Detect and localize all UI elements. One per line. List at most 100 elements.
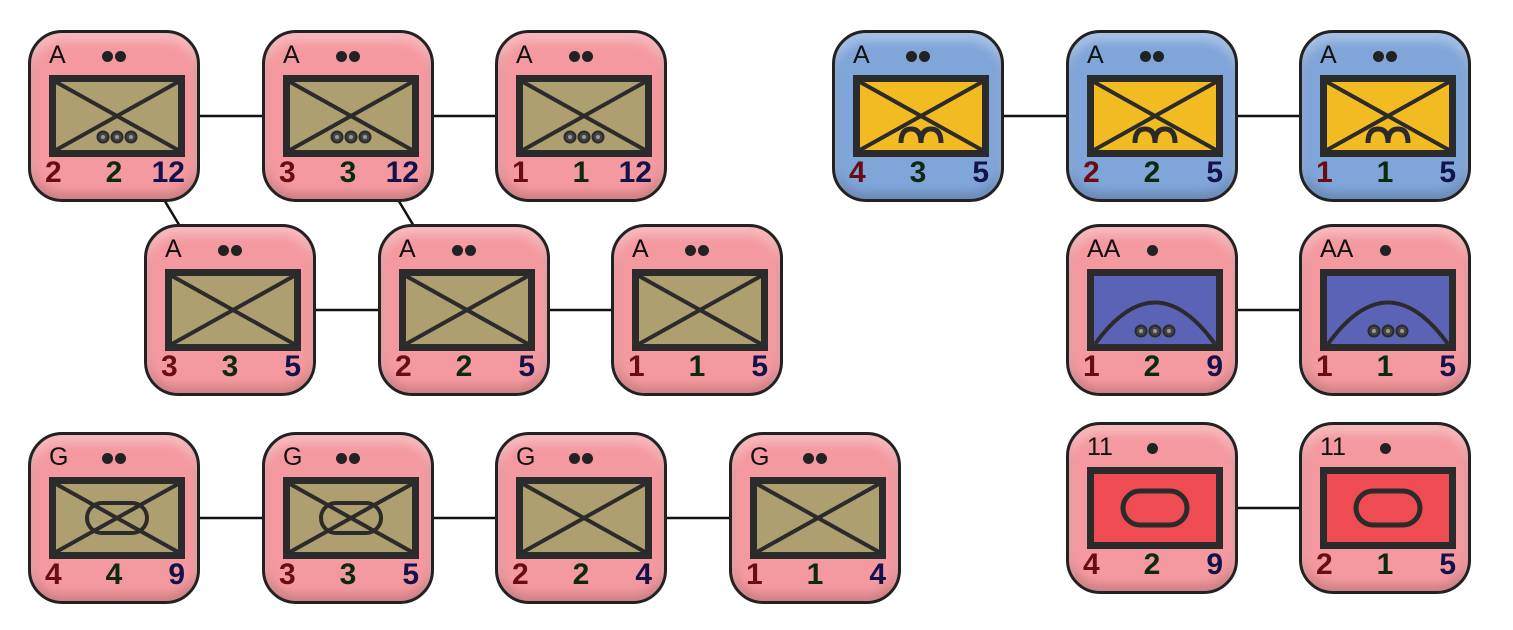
counter-A2[interactable]: A 3 3 12 — [262, 30, 434, 202]
move-value: 5 — [972, 156, 989, 189]
defense-value: 2 — [1143, 156, 1161, 189]
unit-symbol — [49, 477, 185, 559]
unit-symbol — [283, 477, 419, 559]
unit-symbol — [1087, 467, 1223, 549]
counter-label: AA — [1087, 235, 1121, 263]
unit-size-marker — [498, 51, 664, 69]
move-value: 12 — [151, 156, 185, 189]
counter-label: A — [165, 235, 182, 263]
counter-label: A — [283, 41, 300, 69]
attack-value: 3 — [161, 350, 178, 383]
unit-symbol — [1320, 467, 1456, 549]
counter-G3[interactable]: G 2 2 4 — [495, 432, 667, 604]
unit-symbol — [1320, 75, 1456, 157]
unit-size-marker — [498, 453, 664, 471]
unit-symbol — [516, 75, 652, 157]
counter-label: A — [1320, 41, 1337, 69]
attack-value: 1 — [1316, 350, 1333, 383]
attack-value: 1 — [746, 558, 763, 591]
defense-value: 1 — [1376, 350, 1394, 383]
move-value: 5 — [1439, 548, 1456, 581]
unit-size-marker — [31, 51, 197, 69]
counter-label: AA — [1320, 235, 1354, 263]
unit-size-marker — [1069, 245, 1235, 263]
move-value: 12 — [618, 156, 652, 189]
defense-value: 2 — [572, 558, 590, 591]
defense-value: 3 — [909, 156, 927, 189]
unit-size-marker — [732, 453, 898, 471]
attack-value: 2 — [1316, 548, 1333, 581]
defense-value: 2 — [1143, 548, 1161, 581]
attack-value: 3 — [279, 156, 296, 189]
counter-label: G — [750, 443, 770, 471]
attack-value: 4 — [45, 558, 62, 591]
counter-G2[interactable]: G 3 3 5 — [262, 432, 434, 604]
move-value: 5 — [518, 350, 535, 383]
attack-value: 2 — [1083, 156, 1100, 189]
unit-size-marker — [1069, 443, 1235, 461]
attack-value: 1 — [1083, 350, 1100, 383]
counter-label: A — [632, 235, 649, 263]
unit-symbol — [399, 269, 535, 351]
counter-label: A — [516, 41, 533, 69]
unit-size-marker — [31, 453, 197, 471]
counter-label: A — [399, 235, 416, 263]
unit-size-marker — [1302, 245, 1468, 263]
unit-symbol — [1087, 269, 1223, 351]
defense-value: 1 — [806, 558, 824, 591]
unit-symbol — [750, 477, 886, 559]
defense-value: 3 — [221, 350, 239, 383]
move-value: 5 — [402, 558, 419, 591]
attack-value: 4 — [849, 156, 866, 189]
attack-value: 2 — [45, 156, 62, 189]
move-value: 4 — [635, 558, 652, 591]
move-value: 9 — [168, 558, 185, 591]
unit-symbol — [632, 269, 768, 351]
attack-value: 1 — [512, 156, 529, 189]
unit-size-marker — [1302, 51, 1468, 69]
defense-value: 1 — [1376, 548, 1394, 581]
unit-symbol — [165, 269, 301, 351]
defense-value: 2 — [105, 156, 123, 189]
move-value: 9 — [1206, 350, 1223, 383]
move-value: 12 — [385, 156, 419, 189]
counter-B1[interactable]: A 4 3 5 — [832, 30, 1004, 202]
counter-T2[interactable]: 11 2 1 5 — [1299, 422, 1471, 594]
unit-symbol — [283, 75, 419, 157]
defense-value: 1 — [1376, 156, 1394, 189]
move-value: 9 — [1206, 548, 1223, 581]
attack-value: 2 — [512, 558, 529, 591]
counter-label: G — [49, 443, 69, 471]
defense-value: 2 — [455, 350, 473, 383]
counter-B2[interactable]: A 2 2 5 — [1066, 30, 1238, 202]
unit-size-marker — [265, 453, 431, 471]
counter-label: A — [853, 41, 870, 69]
counter-label: G — [516, 443, 536, 471]
defense-value: 3 — [339, 156, 357, 189]
attack-value: 1 — [628, 350, 645, 383]
counter-label: G — [283, 443, 303, 471]
unit-size-marker — [1069, 51, 1235, 69]
counter-label: 11 — [1320, 433, 1346, 461]
unit-size-marker — [614, 245, 780, 263]
move-value: 5 — [284, 350, 301, 383]
attack-value: 3 — [279, 558, 296, 591]
move-value: 5 — [1206, 156, 1223, 189]
defense-value: 3 — [339, 558, 357, 591]
counter-label: A — [1087, 41, 1104, 69]
attack-value: 1 — [1316, 156, 1333, 189]
unit-size-marker — [835, 51, 1001, 69]
unit-symbol — [853, 75, 989, 157]
counter-label: 11 — [1087, 433, 1113, 461]
counter-A4[interactable]: A 3 3 5 — [144, 224, 316, 396]
